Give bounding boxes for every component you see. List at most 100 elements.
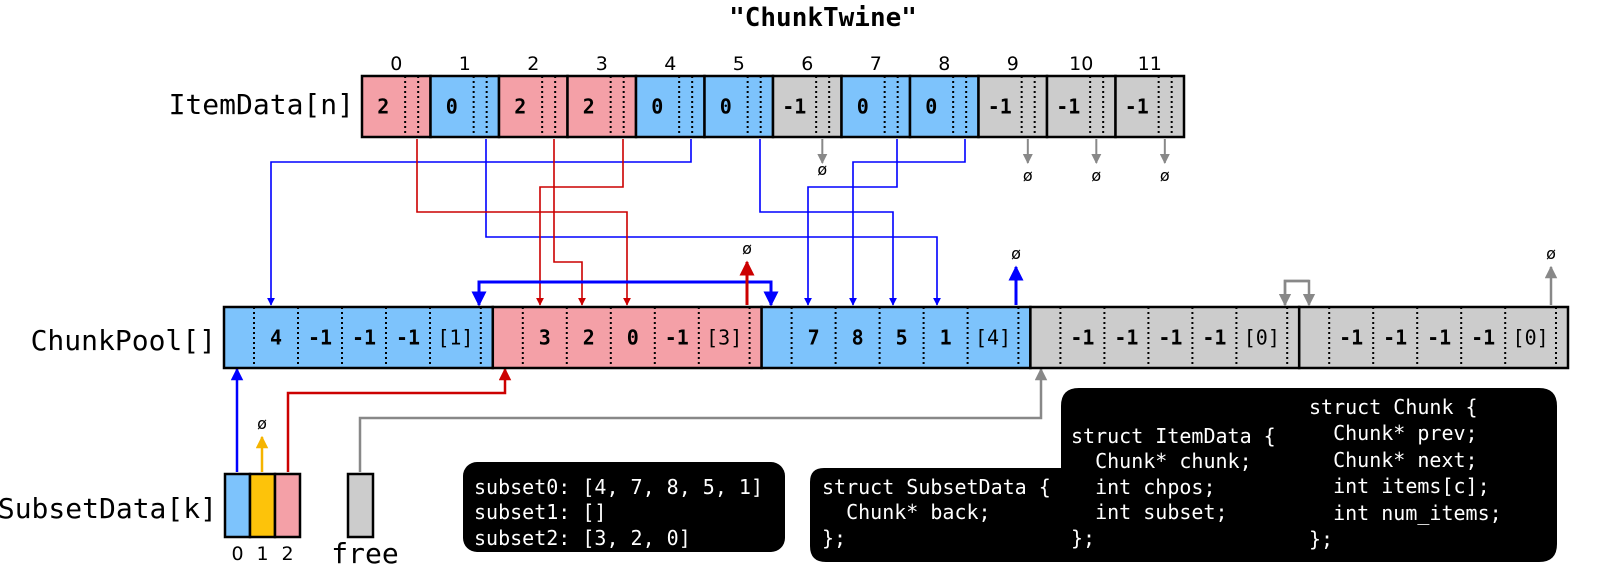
chunk-item-value: -1: [1339, 326, 1363, 350]
item-chunk-link: [416, 139, 631, 306]
chunk-box: [760, 305, 1032, 370]
null-symbol: ø: [257, 414, 267, 433]
chunk-item-value: 8: [852, 326, 864, 350]
chunk-num-items: [0]: [1513, 326, 1549, 350]
null-symbol: ø: [1546, 244, 1556, 263]
chunk-item-value: -1: [352, 326, 376, 350]
chunk-item-value: -1: [396, 326, 420, 350]
diagram-title: "ChunkTwine": [729, 3, 917, 33]
item-data-cell: 2: [360, 74, 432, 139]
chunk-box: [1297, 305, 1570, 370]
itemdata-struct-line-3: int subset;: [1071, 500, 1228, 524]
subset-cell: [273, 472, 302, 539]
item-cell-value: 0: [857, 95, 869, 119]
subset-data-label: SubsetData[k]: [0, 492, 217, 525]
item-data-cell: -1: [771, 74, 843, 139]
chunk-struct-line-1: Chunk* prev;: [1309, 421, 1478, 445]
item-cell-value: 2: [514, 95, 526, 119]
free-list-link: [358, 367, 1048, 472]
chunk-num-items: [0]: [1244, 326, 1280, 350]
chunk-item-value: 0: [627, 326, 639, 350]
chunk: 4-1-1-1[1]: [222, 305, 495, 370]
subset-struct-line-1: Chunk* back;: [822, 500, 991, 524]
chunk-struct-line-2: Chunk* next;: [1309, 448, 1478, 472]
chunk-struct-line-5: };: [1309, 527, 1333, 551]
item-data-cell: 0: [703, 74, 775, 139]
chunk-item-value: -1: [1471, 326, 1495, 350]
subset-struct-line-0: struct SubsetData {: [822, 475, 1051, 499]
itemdata-struct-line-4: };: [1071, 526, 1095, 550]
item-index-label: 0: [390, 53, 402, 75]
null-symbol: ø: [742, 239, 752, 258]
chunk-free-link: [1278, 279, 1309, 307]
item-data-cell: -1: [1114, 74, 1186, 139]
subsets-line-2: subset2: [3, 2, 0]: [474, 526, 691, 550]
subset-struct-line-2: };: [822, 526, 846, 550]
item-cell-value: -1: [1056, 95, 1080, 119]
subset-index-label: 1: [256, 543, 268, 565]
subsets-line-1: subset1: []: [474, 500, 606, 524]
item-chunk-link: [553, 139, 586, 306]
null-symbol: ø: [1011, 244, 1021, 263]
chunk-item-value: -1: [308, 326, 332, 350]
chunk: -1-1-1-1[0]: [1029, 305, 1301, 370]
free-pointer-box: [346, 472, 375, 539]
item-data-cell: 0: [429, 74, 501, 139]
chunk-box: [222, 305, 495, 370]
null-symbol: ø: [1160, 166, 1170, 185]
item-data-cell: -1: [977, 74, 1049, 139]
chunk-prev-link: [471, 280, 771, 307]
chunk-num-items: [4]: [975, 326, 1011, 350]
chunk-box: [491, 305, 763, 370]
subsets-list-box: subset0: [4, 7, 8, 5, 1] subset1: [] sub…: [463, 462, 785, 552]
item-chunk-link: [267, 139, 692, 306]
chunk-pool-label: ChunkPool[]: [31, 324, 216, 357]
chunk-struct-line-3: int items[c];: [1309, 474, 1490, 498]
item-cell-value: 2: [583, 95, 595, 119]
item-cell-box: [497, 74, 569, 139]
subset-cell: [223, 472, 252, 539]
chunk-item-value: -1: [1383, 326, 1407, 350]
item-cell-value: 0: [651, 95, 663, 119]
chunk-struct-line-0: struct Chunk {: [1309, 395, 1478, 419]
item-index-label: 5: [733, 53, 745, 75]
chunk-item-value: 3: [539, 326, 551, 350]
chunk-item-value: -1: [1158, 326, 1182, 350]
item-index-label: 8: [938, 53, 950, 75]
item-data-cell: -1: [1045, 74, 1117, 139]
item-cell-value: 0: [446, 95, 458, 119]
chunk-box: [1029, 305, 1301, 370]
item-cell-box: [634, 74, 706, 139]
item-cell-box: [360, 74, 432, 139]
item-cell-box: [703, 74, 775, 139]
chunk-next-link: [477, 280, 779, 307]
null-symbol: ø: [1023, 166, 1033, 185]
pointer-links: ø ø ø ø: [230, 139, 1558, 472]
subsets-line-0: subset0: [4, 7, 8, 5, 1]: [474, 475, 763, 499]
item-cell-value: -1: [1125, 95, 1149, 119]
chunk-item-value: -1: [1427, 326, 1451, 350]
chunk-item-value: 4: [270, 326, 282, 350]
free-label: free: [331, 537, 398, 570]
item-data-cell: 2: [566, 74, 638, 139]
item-cell-box: [840, 74, 912, 139]
item-cell-box: [429, 74, 501, 139]
item-data-cell: 2: [497, 74, 569, 139]
item-cell-value: 0: [925, 95, 937, 119]
item-cell-value: -1: [782, 95, 806, 119]
chunk: -1 -1 -1 -1 [0]: [1297, 305, 1570, 370]
chunk-free-link: [1283, 279, 1316, 307]
item-index-label: 3: [596, 53, 608, 75]
null-symbol: ø: [817, 160, 827, 179]
item-index-label: 10: [1069, 53, 1093, 75]
item-cell-box: [908, 74, 980, 139]
chunk-num-items: [3]: [706, 326, 742, 350]
item-index-label: 2: [527, 53, 539, 75]
item-index-label: 6: [801, 53, 813, 75]
